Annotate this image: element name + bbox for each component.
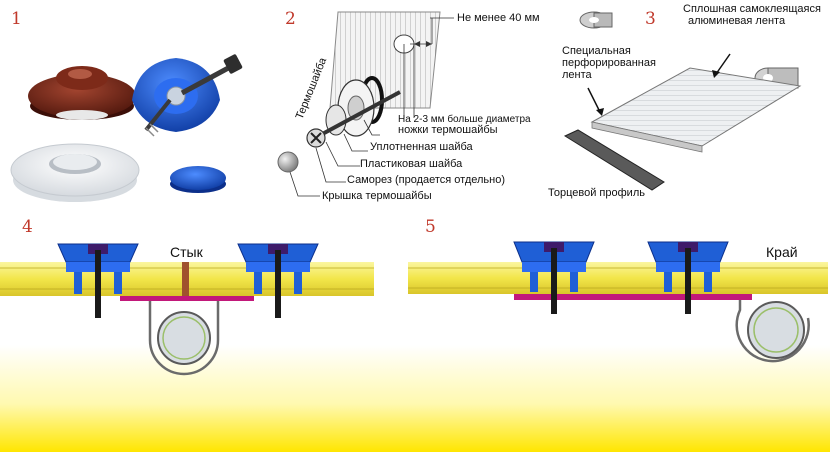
panel-5-edge-section: Край: [408, 241, 828, 363]
fastener-right: [237, 243, 319, 318]
perforated-tape-roll-icon: [579, 11, 613, 29]
label-thermo-washer: Термошайба: [294, 55, 330, 121]
fastener-5-left: [513, 241, 595, 314]
label-aluminium-tape-2: алюминевая лента: [688, 15, 786, 27]
panel-1-washers: [10, 54, 243, 202]
support-roll: [157, 311, 211, 365]
bottom-gradient: [0, 345, 830, 452]
label-perforated-tape-3: лента: [562, 69, 593, 81]
panel5-support-roll: [747, 301, 805, 359]
label-screw: Саморез (продается отдельно): [347, 174, 505, 186]
panel-number-5: 5: [425, 217, 436, 237]
joint-gap: [182, 262, 189, 298]
label-diameter-note-1: На 2-3 мм больше диаметра: [398, 113, 531, 125]
label-diameter-note-2: ножки термошайбы: [398, 124, 498, 136]
fastener-5-right: [647, 241, 729, 314]
label-edge: Край: [766, 244, 798, 260]
panel-number-4: 4: [22, 217, 33, 237]
panel-number-2: 2: [285, 9, 296, 29]
cap-part: [277, 151, 299, 173]
blue-cap-icon: [170, 166, 226, 193]
label-plastic-washer: Пластиковая шайба: [360, 158, 463, 170]
fastener-left: [57, 243, 139, 318]
screw-icon: [144, 54, 243, 137]
panel-4-joint-section: Стык: [0, 243, 374, 376]
panel5-sheet: [408, 262, 828, 294]
label-end-profile: Торцевой профиль: [548, 187, 645, 199]
panel-2-assembly: Не менее 40 мм Термошайба На 2-3 мм боль…: [277, 11, 540, 202]
panel5-seal-strip: [514, 294, 752, 300]
label-joint: Стык: [170, 244, 204, 260]
label-cap: Крышка термошайбы: [322, 190, 432, 202]
label-perforated-tape-2: перфорированная: [562, 57, 656, 69]
blue-thermo-washer-icon: [132, 58, 220, 132]
panel-number-3: 3: [645, 9, 656, 29]
white-ring-washer-icon: [10, 143, 140, 202]
label-sealing-washer: Уплотненная шайба: [370, 141, 474, 153]
seal-strip: [120, 296, 254, 301]
label-aluminium-tape-1: Сплошная самоклеящаяся: [683, 3, 821, 15]
end-profile: [563, 129, 665, 191]
screw-part: [314, 90, 401, 140]
label-perforated-tape-1: Специальная: [562, 45, 631, 57]
panel-number-1: 1: [11, 9, 22, 29]
label-min-distance: Не менее 40 мм: [457, 12, 540, 24]
panel-3-edge-sealing: Сплошная самоклеящаяся алюминевая лента …: [548, 3, 821, 199]
brown-thermo-washer-icon: [28, 66, 136, 120]
